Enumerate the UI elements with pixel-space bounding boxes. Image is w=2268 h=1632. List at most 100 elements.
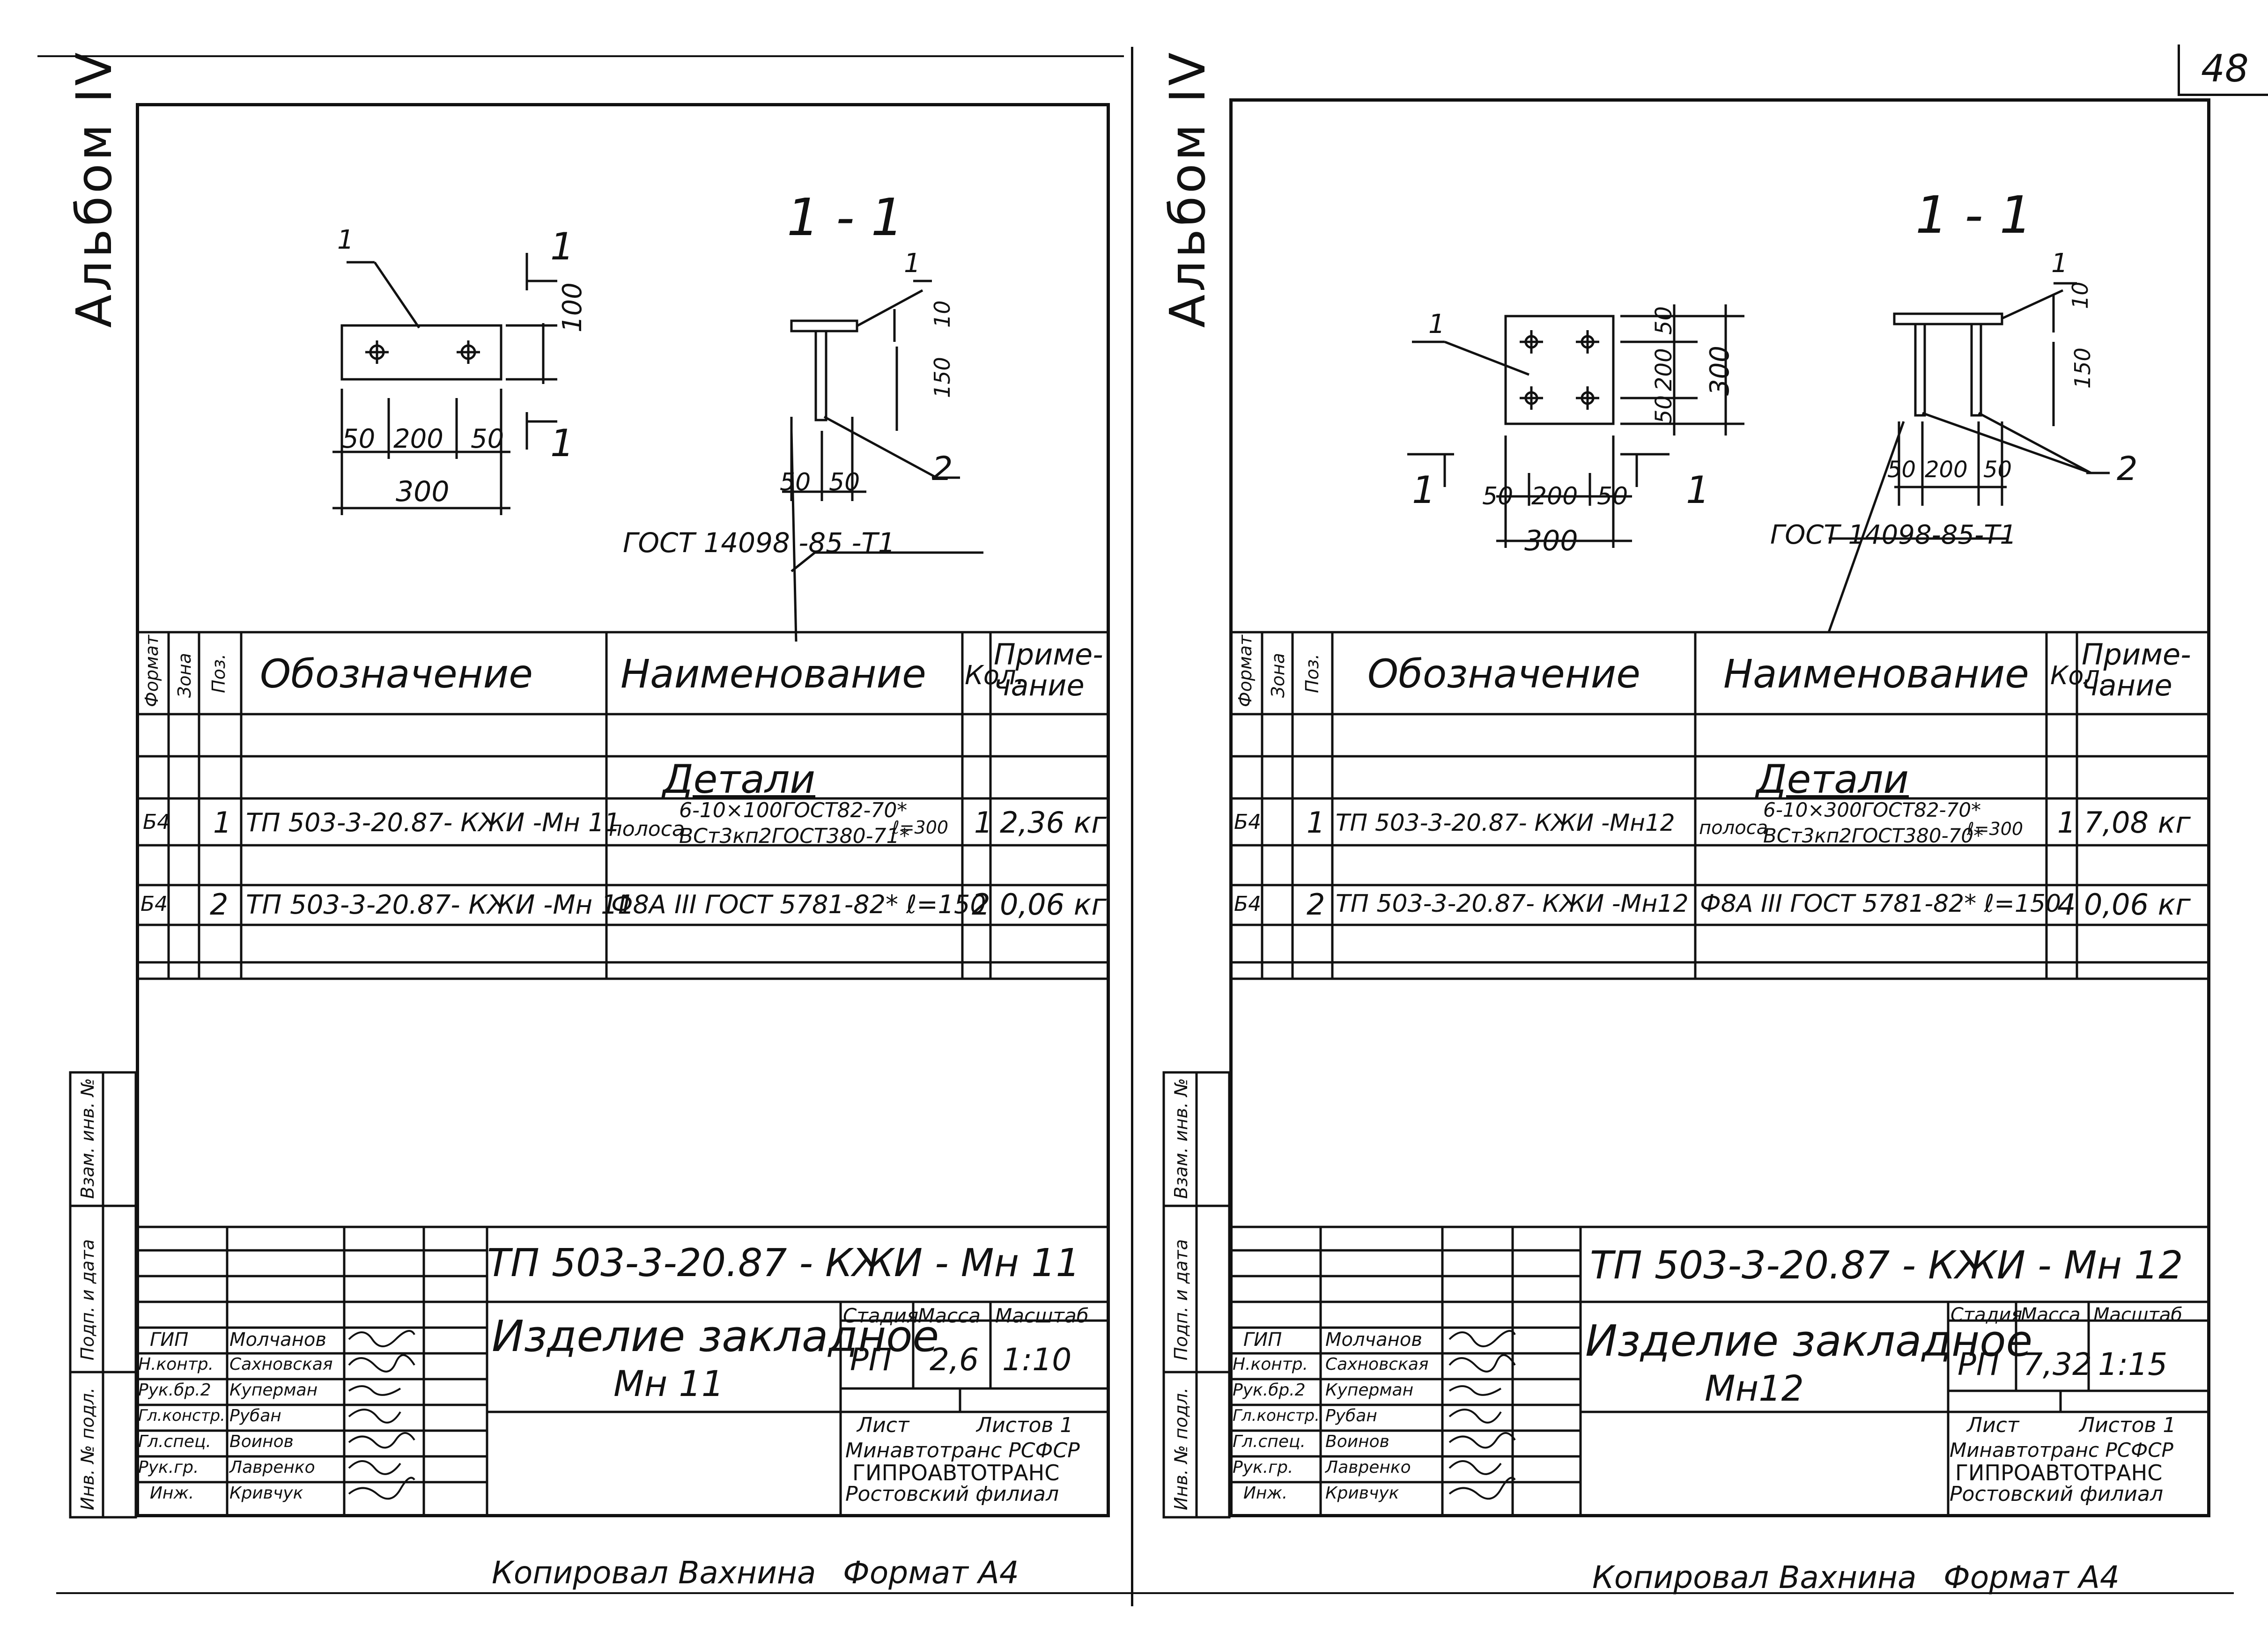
row-format: Б4 <box>140 892 168 916</box>
org-line-3: Ростовский филиал <box>845 1482 1059 1506</box>
album-label: Альбом IV <box>1159 49 1216 328</box>
row-qty: 1 <box>974 805 993 840</box>
row-name-suffix: ℓ=300 <box>1967 819 2024 839</box>
row-designation: ТП 503-3-20.87- КЖИ -Мн 11 <box>246 808 621 837</box>
stamp-vzam: Взам. инв. № <box>77 1078 98 1199</box>
footer-copied: Копировал Вахнина <box>1592 1559 1917 1595</box>
row-qty: 1 <box>2057 805 2076 840</box>
col-designation-header: Обозначение <box>260 651 533 697</box>
org-line-1: Минавтотранс РСФСР <box>845 1439 1080 1462</box>
row-qty: 2 <box>972 887 990 922</box>
staff-role: ГИП <box>150 1329 189 1351</box>
row-pos: 2 <box>1307 887 1325 922</box>
staff-role: Инж. <box>1243 1484 1288 1503</box>
staff-role: ГИП <box>1243 1329 1282 1351</box>
signatures <box>348 1330 415 1500</box>
mass-label: Масса <box>918 1304 981 1327</box>
staff-name: Сахновская <box>229 1355 333 1374</box>
section-dim-b3: 50 <box>1983 457 2012 483</box>
sheets-label: Листов 1 <box>976 1413 1073 1437</box>
stage-label: Стадия <box>843 1304 919 1327</box>
section-mark-right: 1 <box>1686 468 1710 512</box>
col-zone-header: Зона <box>1268 653 1288 698</box>
callout-pos-1: 1 <box>337 225 354 255</box>
section-mark-top: 1 <box>550 225 574 268</box>
col-qty-header: Кол. <box>965 660 1025 691</box>
staff-name: Лавренко <box>1325 1458 1411 1477</box>
row-name-suffix: ℓ=300 <box>892 817 949 838</box>
dim-b: 200 <box>393 424 443 454</box>
sheet-label: Лист <box>857 1413 909 1437</box>
col-note-header: Приме-чание <box>994 637 1103 702</box>
staff-role: Гл.спец. <box>138 1432 211 1451</box>
col-format-header: Формат <box>1235 635 1256 707</box>
col-pos-header: Поз. <box>208 653 229 693</box>
dim-b: 200 <box>1531 482 1578 510</box>
dim-a: 50 <box>342 424 376 454</box>
mass-value: 7,32 <box>2023 1346 2092 1382</box>
section-dim-b1: 50 <box>1887 457 1916 483</box>
section-callout-2: 2 <box>932 450 953 488</box>
plan-drawing <box>332 253 983 642</box>
staff-role: Рук.гр. <box>138 1458 199 1477</box>
album-label: Альбом IV <box>66 49 123 328</box>
col-name-header: Наименование <box>1723 651 2029 697</box>
footer-format: Формат А4 <box>843 1555 1019 1591</box>
footer-format: Формат А4 <box>1943 1559 2120 1595</box>
org-line-1: Минавтотранс РСФСР <box>1950 1439 2173 1462</box>
stage-label: Стадия <box>1950 1304 2023 1326</box>
staff-role: Рук.гр. <box>1233 1458 1293 1477</box>
stamp-inv: Инв. № подл. <box>1171 1387 1191 1510</box>
title-code: ТП 503-3-20.87 - КЖИ - Мн 11 <box>487 1241 1080 1285</box>
row-note: 0,06 кг <box>1000 887 1107 922</box>
dim-total: 300 <box>1524 524 1578 557</box>
stamp-inv: Инв. № подл. <box>77 1387 98 1510</box>
row-pos: 1 <box>213 805 232 840</box>
col-qty-header: Кол. <box>2050 661 2108 690</box>
staff-name: Рубан <box>1325 1406 1377 1425</box>
staff-name: Куперман <box>229 1381 318 1400</box>
section-callout-1: 1 <box>904 248 921 279</box>
section-mark-bottom: 1 <box>550 421 574 465</box>
col-designation-header: Обозначение <box>1367 651 1640 697</box>
staff-name: Воинов <box>229 1432 294 1451</box>
dim-c: 50 <box>471 424 504 454</box>
row-designation: ТП 503-3-20.87- КЖИ -Мн12 <box>1336 890 1689 918</box>
spec-table-grid <box>136 631 1110 980</box>
group-title: Детали <box>663 756 815 802</box>
sheet-frame <box>1229 98 2210 1517</box>
group-title: Детали <box>1756 756 1909 802</box>
row-name-top: 6-10×300ГОСТ82-70* <box>1763 798 1981 821</box>
center-divider <box>1131 47 1133 1606</box>
spec-table-grid <box>1229 631 2210 980</box>
col-pos-header: Поз. <box>1302 653 1322 693</box>
section-callout-1: 1 <box>2051 248 2068 279</box>
org-line-2: ГИПРОАВТОТРАНС <box>852 1460 1060 1485</box>
dim-total: 300 <box>396 475 450 508</box>
sheets-label: Листов 1 <box>2079 1413 2176 1437</box>
staff-role: Гл.констр. <box>138 1406 225 1425</box>
section-dim-thk: 10 <box>930 300 955 328</box>
page-number: 48 <box>2201 47 2249 90</box>
col-zone-header: Зона <box>174 653 195 698</box>
staff-name: Кривчук <box>1325 1484 1399 1503</box>
dim-height: 100 <box>557 282 588 332</box>
staff-role: Рук.бр.2 <box>138 1381 211 1400</box>
section-gost: ГОСТ 14098 -85 -Т1 <box>623 527 895 559</box>
row-note: 7,08 кг <box>2084 805 2191 840</box>
dim-a: 50 <box>1482 482 1514 510</box>
sheet-frame <box>136 103 1110 1517</box>
row-format: Б4 <box>1234 810 1262 834</box>
section-dim-b1: 50 <box>780 468 811 496</box>
title-code: ТП 503-3-20.87 - КЖИ - Мн 12 <box>1590 1243 2183 1288</box>
row-format: Б4 <box>143 810 170 834</box>
row-pos: 2 <box>210 887 229 922</box>
org-line-3: Ростовский филиал <box>1950 1482 2164 1506</box>
callout-pos-1: 1 <box>1428 309 1445 340</box>
title-block-grid <box>136 1226 1110 1517</box>
dim-v2: 200 <box>1651 348 1677 391</box>
staff-name: Куперман <box>1325 1381 1414 1400</box>
footer-copied: Копировал Вахнина <box>492 1555 816 1591</box>
title-line-1: Изделие закладное <box>1585 1316 2033 1366</box>
col-format-header: Формат <box>141 635 162 707</box>
